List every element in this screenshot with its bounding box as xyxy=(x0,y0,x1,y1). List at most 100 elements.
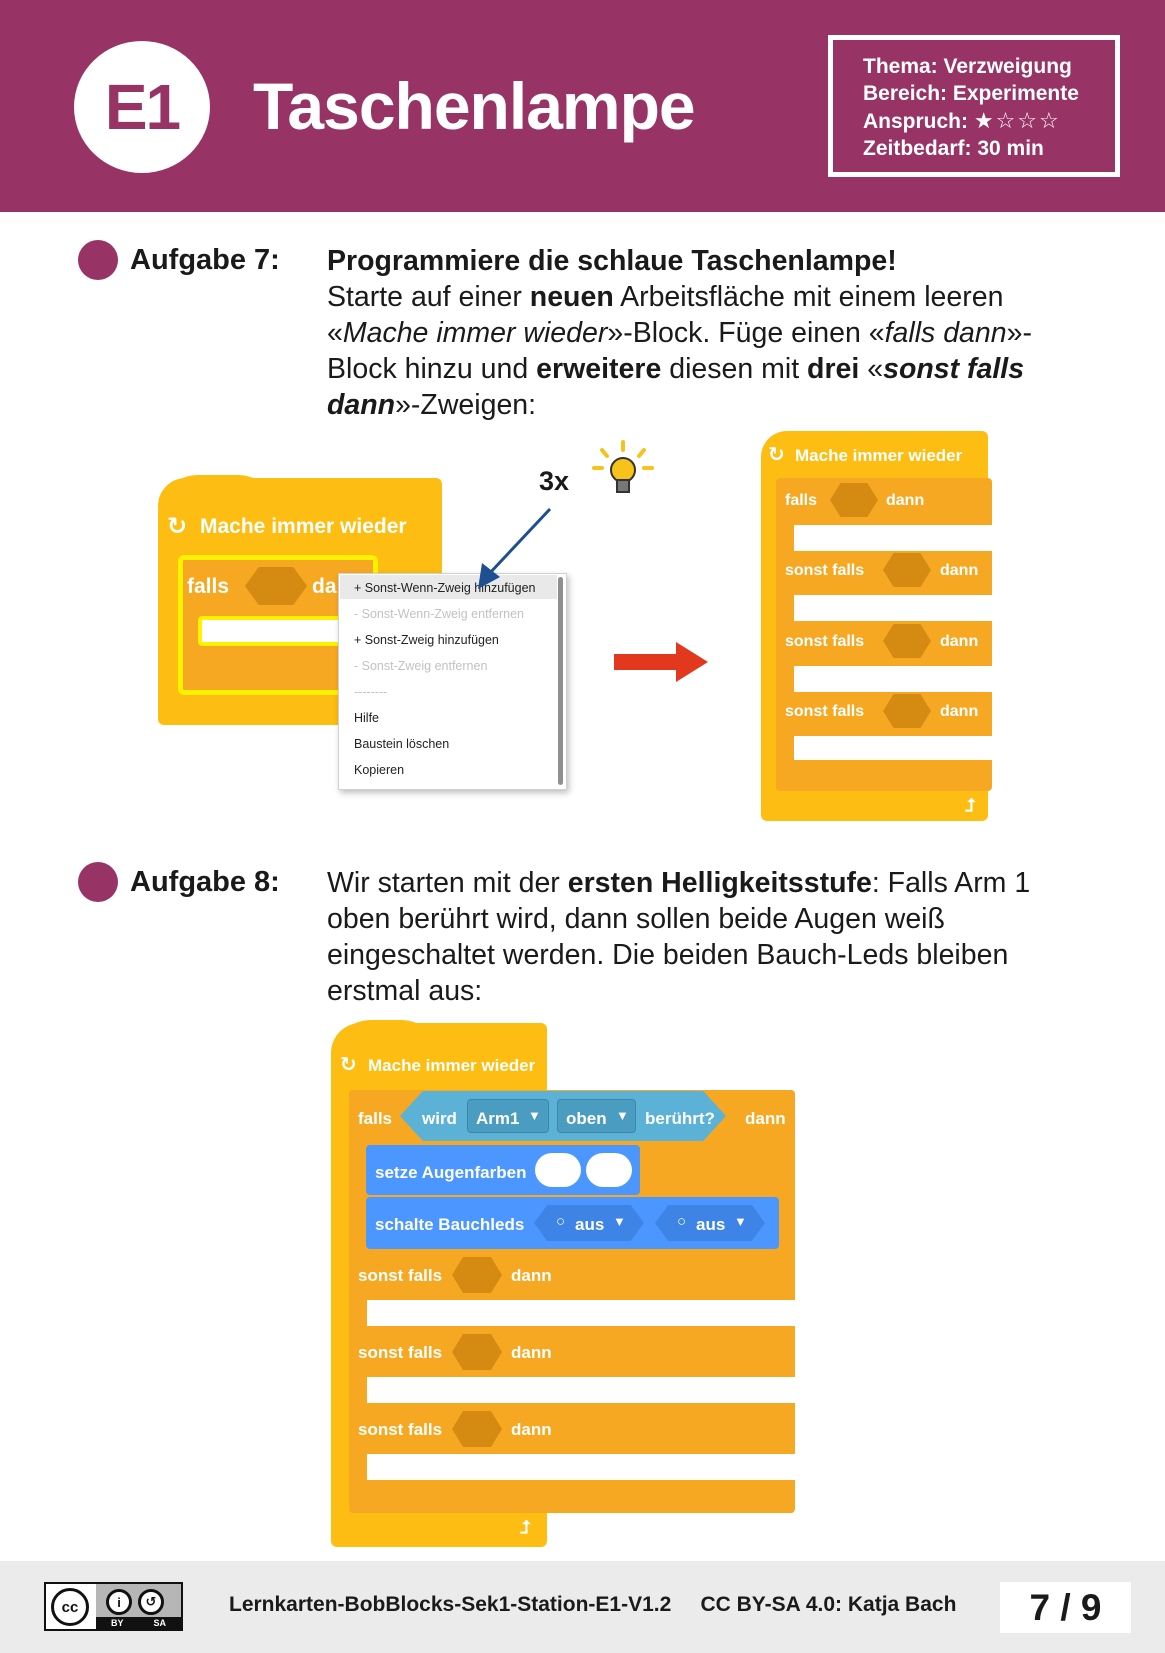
elseif-label-b: sonst falls xyxy=(358,1343,443,1362)
result-elseif-label-3: sonst falls xyxy=(785,703,865,720)
forever-refresh-icon-2: ↻ xyxy=(340,1054,357,1076)
belly-dropdown-1[interactable] xyxy=(534,1205,644,1241)
task8-text: Wir starten mit der ersten Helligkeitsst… xyxy=(327,865,1087,1009)
menu-item-remove-elseif[interactable]: - Sonst-Wenn-Zweig entfernen xyxy=(354,607,524,621)
meta-bereich: Bereich: Experimente xyxy=(863,82,1079,105)
lightbulb-icon xyxy=(592,440,654,493)
meta-thema: Thema: Verzweigung xyxy=(863,55,1072,78)
position-chevron-down-icon: ▼ xyxy=(616,1108,629,1123)
belly-dropdown-2[interactable] xyxy=(655,1205,765,1241)
result-loop-arrow-icon: ⮥ xyxy=(965,795,976,815)
belly-radio-1-icon: ○ xyxy=(556,1213,566,1230)
result-condition-slot xyxy=(830,483,878,517)
task7-text-part: Arbeitsfläche mit einem leeren « xyxy=(327,281,1004,349)
arm-chevron-down-icon: ▼ xyxy=(528,1108,541,1123)
elseif-label-a: sonst falls xyxy=(358,1266,443,1285)
arm-dropdown[interactable] xyxy=(467,1099,549,1133)
menu-item-add-else[interactable]: + Sonst-Zweig hinzufügen xyxy=(354,633,499,647)
elseif-then-b: dann xyxy=(511,1343,552,1362)
forever-hat-cap xyxy=(158,475,278,515)
then-label-partial: da xyxy=(312,575,337,598)
difficulty-stars-icon: ★☆☆☆ xyxy=(973,108,1061,133)
meta-box: Thema: Verzweigung Bereich: Experimente … xyxy=(828,35,1120,177)
task7-italic: falls dann xyxy=(884,317,1007,349)
belly-radio-2-icon: ○ xyxy=(677,1213,687,1230)
cc-sa-icon: ↺ xyxy=(138,1589,164,1615)
result-gap-4 xyxy=(794,736,994,760)
cc-license-badge: cc i ↺ BY SA xyxy=(44,1582,183,1631)
elseif-gap-b xyxy=(367,1377,797,1403)
elseif-condition-slot-a xyxy=(452,1257,502,1293)
if-inner-slot xyxy=(198,616,348,646)
eyes-color-label: setze Augenfarben xyxy=(375,1163,527,1182)
belly-dropdown-1-label: aus xyxy=(575,1215,605,1234)
menu-item-add-elseif[interactable]: + Sonst-Wenn-Zweig hinzufügen xyxy=(354,581,536,595)
count-label: 3x xyxy=(539,466,570,496)
task7-text-part: »-Block hinzu und xyxy=(327,317,1032,385)
pointer-arrow-icon xyxy=(478,507,552,589)
result-then-label-1: dann xyxy=(940,562,979,579)
position-dropdown[interactable] xyxy=(557,1099,636,1133)
result-elseif-label-1: sonst falls xyxy=(785,562,865,579)
menu-item-copy[interactable]: Kopieren xyxy=(354,763,405,777)
menu-item-delete[interactable]: Baustein löschen xyxy=(354,737,450,751)
task7-italic: Mache immer wieder xyxy=(342,317,608,349)
loop-arrow-icon-2: ⮥ xyxy=(520,1517,531,1537)
task7-emph: neuen xyxy=(529,281,614,313)
task7-text-part: »-Block. Füge einen « xyxy=(607,317,885,349)
task7-bullet-icon xyxy=(78,240,118,280)
meta-zeitbedarf: Zeitbedarf: 30 min xyxy=(863,137,1044,160)
transform-arrow-icon xyxy=(614,642,708,682)
if-label: falls xyxy=(187,575,230,598)
result-forever-label: Mache immer wieder xyxy=(795,446,963,465)
task7-text-part: diesen mit xyxy=(661,353,808,385)
elseif-condition-slot-b xyxy=(452,1334,502,1370)
task7-text: Programmiere die schlaue Taschenlampe! S… xyxy=(327,243,1087,423)
condition-slot xyxy=(245,567,307,605)
task8-bullet-icon xyxy=(78,862,118,902)
result-then-label-3: dann xyxy=(940,703,979,720)
touch-beruehrt-label: berührt? xyxy=(645,1109,715,1128)
result-gap-1 xyxy=(794,525,994,551)
task7-heading: Programmiere die schlaue Taschenlampe! xyxy=(327,245,897,277)
cc-logo-icon: cc xyxy=(51,1588,89,1626)
menu-scrollbar[interactable] xyxy=(558,577,563,785)
result-gap-3 xyxy=(794,666,994,692)
menu-hover-highlight xyxy=(340,575,557,599)
menu-item-help[interactable]: Hilfe xyxy=(354,711,380,725)
if-label-2: falls xyxy=(358,1109,393,1128)
context-menu: + Sonst-Wenn-Zweig hinzufügen - Sonst-We… xyxy=(338,573,567,790)
then-label-2: dann xyxy=(745,1109,786,1128)
forever-label-2: Mache immer wieder xyxy=(368,1056,536,1075)
task7-text-part: »-Zweigen: xyxy=(395,389,537,421)
result-refresh-icon: ↻ xyxy=(768,444,785,466)
elseif-then-c: dann xyxy=(511,1420,552,1439)
page-number: 7 / 9 xyxy=(1000,1582,1131,1633)
menu-separator: -------- xyxy=(354,685,388,699)
belly-chevron-1-icon: ▼ xyxy=(613,1214,626,1229)
cc-by-icon: i xyxy=(106,1589,132,1615)
result-then-label: dann xyxy=(886,492,925,509)
belly-chevron-2-icon: ▼ xyxy=(734,1214,747,1229)
footer: cc i ↺ BY SA Lernkarten-BobBlocks-Sek1-S… xyxy=(0,1561,1165,1653)
belly-leds-label: schalte Bauchleds xyxy=(375,1215,525,1234)
task8-text-part: Wir starten mit der xyxy=(327,867,568,899)
arm-dropdown-label: Arm1 xyxy=(476,1109,520,1128)
elseif-gap-a xyxy=(367,1300,797,1326)
result-then-label-2: dann xyxy=(940,633,979,650)
forever-label: Mache immer wieder xyxy=(200,515,407,538)
task8-label: Aufgabe 8: xyxy=(130,866,280,898)
result-elseif-label-2: sonst falls xyxy=(785,633,865,650)
forever-refresh-icon: ↻ xyxy=(167,513,188,540)
result-condition-slot-1 xyxy=(883,553,931,587)
cc-label-strip: BY SA xyxy=(96,1617,181,1629)
cc-sa-label: SA xyxy=(153,1618,166,1628)
menu-item-remove-else[interactable]: - Sonst-Zweig entfernen xyxy=(354,659,488,673)
task8-emph: ersten Helligkeitsstufe xyxy=(567,867,872,899)
eye-right-color-swatch[interactable] xyxy=(586,1153,632,1187)
elseif-label-c: sonst falls xyxy=(358,1420,443,1439)
eye-left-color-swatch[interactable] xyxy=(535,1153,581,1187)
elseif-gap-c xyxy=(367,1454,797,1480)
elseif-then-a: dann xyxy=(511,1266,552,1285)
meta-anspruch-label: Anspruch: xyxy=(863,110,968,133)
